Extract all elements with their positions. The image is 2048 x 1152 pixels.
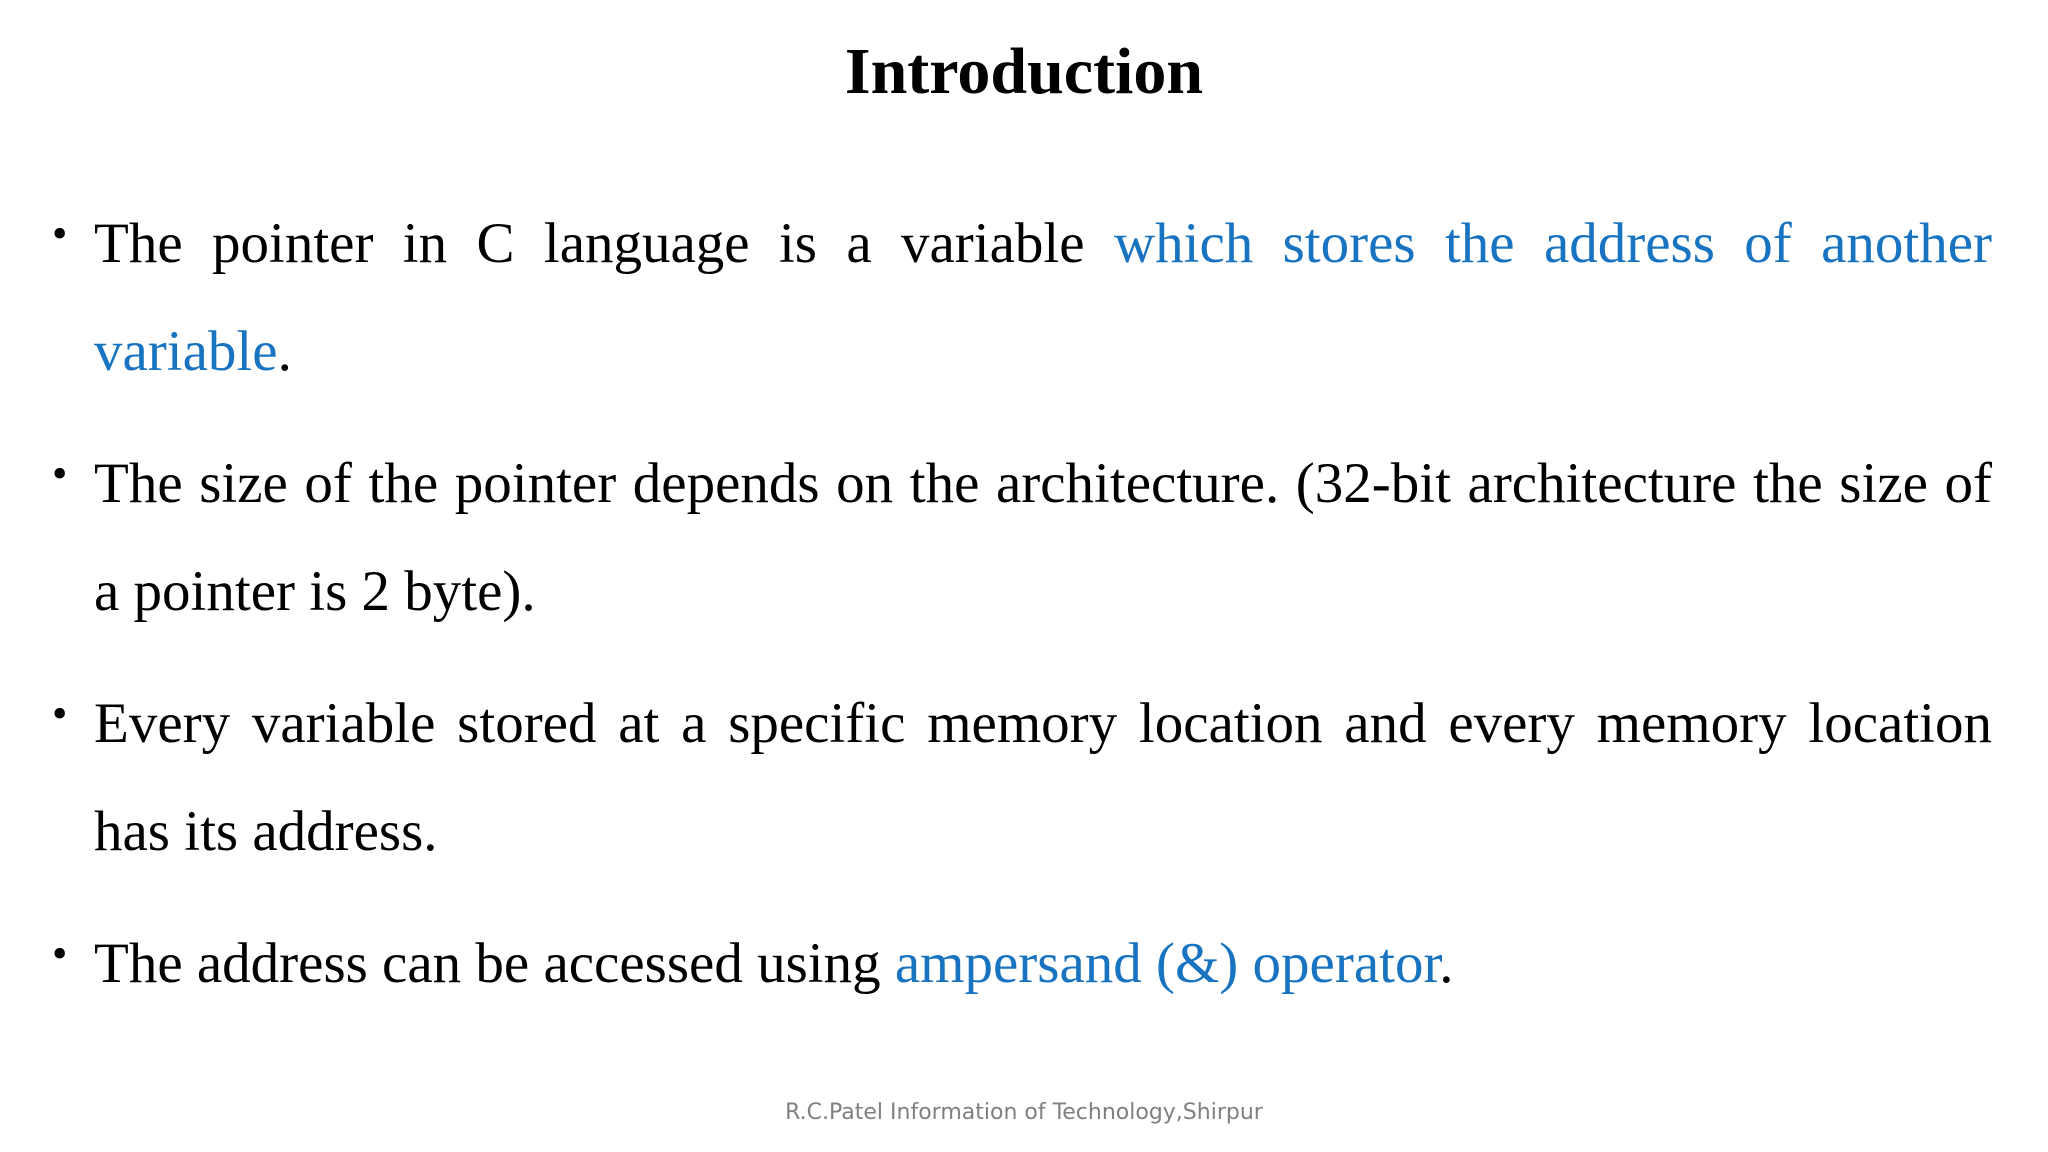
bullet-text-segment: The address can be accessed using	[94, 932, 895, 995]
bullet-text-segment: .	[277, 320, 292, 383]
bullet-text-segment: Every variable stored at a specific memo…	[94, 692, 1992, 863]
bullet-icon: •	[52, 689, 68, 738]
bullet-highlight-text: which stores the address of another vari…	[94, 212, 1993, 383]
bullet-list: • The pointer in C language is a variabl…	[52, 190, 1992, 1042]
bullet-icon: •	[52, 209, 68, 258]
bullet-item: • The address can be accessed using ampe…	[52, 910, 1992, 1018]
bullet-text-segment: The size of the pointer depends on the a…	[94, 452, 1992, 623]
bullet-item: • The pointer in C language is a variabl…	[52, 190, 1992, 406]
bullet-icon: •	[52, 449, 68, 498]
bullet-highlight-text: ampersand (&) operator	[894, 932, 1440, 995]
bullet-item: • Every variable stored at a specific me…	[52, 670, 1992, 886]
bullet-icon: •	[52, 929, 68, 978]
bullet-text-segment: .	[1439, 932, 1454, 995]
bullet-text: The address can be accessed using ampers…	[94, 910, 1992, 1018]
bullet-text: Every variable stored at a specific memo…	[94, 670, 1992, 886]
bullet-text-segment: The pointer in C language is a variable	[94, 212, 1114, 275]
slide-footer: R.C.Patel Information of Technology,Shir…	[785, 1100, 1263, 1125]
slide-title: Introduction	[844, 35, 1204, 108]
bullet-text: The pointer in C language is a variable …	[94, 190, 1992, 406]
bullet-text: The size of the pointer depends on the a…	[94, 430, 1992, 646]
bullet-item: • The size of the pointer depends on the…	[52, 430, 1992, 646]
